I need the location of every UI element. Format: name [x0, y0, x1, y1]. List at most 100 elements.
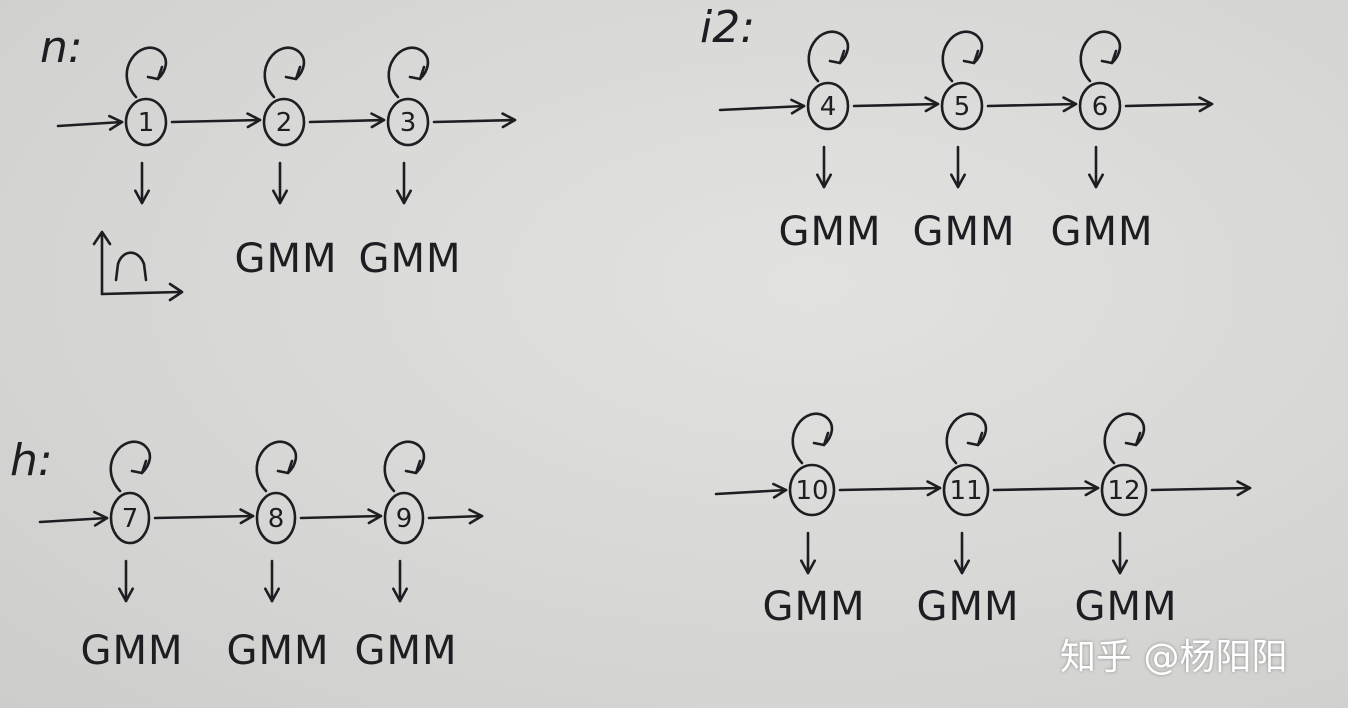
state-circle: [1078, 81, 1122, 131]
emission-arrow: [1111, 531, 1129, 575]
exit-arrow-head: [468, 508, 484, 525]
state-number: 1: [138, 108, 155, 138]
entry-arrow-line: [56, 120, 124, 128]
self-loop-arrow-curve: [945, 412, 988, 465]
state-number: 11: [949, 476, 982, 506]
transition-arrow: [838, 480, 942, 497]
state-circle: [109, 491, 151, 545]
exit-arrow-head: [501, 112, 517, 129]
emission-label: GMM: [1050, 209, 1153, 255]
self-loop-arrow: [941, 30, 984, 83]
emission-arrow: [133, 161, 151, 205]
emission-arrow: [953, 531, 971, 575]
self-loop-arrow: [125, 46, 168, 99]
self-loop-arrow: [791, 412, 834, 465]
transition-arrow-line: [308, 118, 386, 124]
sequence-label: n:: [40, 22, 83, 73]
emission-arrow-head: [1087, 173, 1105, 189]
state-circle: [124, 97, 168, 147]
self-loop-arrow: [1103, 412, 1146, 465]
state-circle: [942, 463, 990, 517]
transition-arrow-head: [926, 480, 942, 497]
transition-arrow-line: [299, 514, 383, 520]
self-loop-arrow-head: [284, 65, 302, 81]
self-loop-arrow-curve: [263, 46, 306, 99]
entry-arrow: [718, 98, 806, 115]
exit-arrow-line: [432, 118, 517, 124]
transition-arrow: [852, 96, 940, 113]
entry-arrow-head: [93, 510, 109, 527]
plot-y-arrowhead: [92, 230, 112, 246]
state-circle: [386, 97, 430, 147]
plot-curve: [114, 251, 148, 282]
entry-arrow-head: [108, 114, 124, 131]
watermark: 知乎 @杨阳阳: [1060, 637, 1288, 678]
self-loop-arrow-curve: [125, 46, 168, 99]
state-number: 5: [954, 92, 971, 122]
self-loop-arrow-curve: [383, 440, 426, 493]
emission-arrow-head: [263, 587, 281, 603]
emission-arrow: [799, 531, 817, 575]
transition-arrow-line: [838, 486, 942, 492]
emission-arrow-head: [815, 173, 833, 189]
transition-arrow: [153, 508, 255, 525]
state-1: 1: [92, 46, 262, 302]
emission-arrow: [815, 145, 833, 189]
transition-arrow-head: [239, 508, 255, 525]
state-number: 2: [276, 108, 293, 138]
self-loop-arrow: [383, 440, 426, 493]
exit-arrow-line: [427, 514, 484, 520]
self-loop-arrow-head: [962, 49, 980, 65]
self-loop-arrow-head: [1100, 49, 1118, 65]
transition-arrow-line: [986, 102, 1078, 108]
exit-arrow: [1150, 480, 1252, 497]
emission-label: GMM: [778, 209, 881, 255]
self-loop-arrow-curve: [1103, 412, 1146, 465]
state-number: 3: [400, 108, 417, 138]
transition-arrow: [992, 480, 1100, 497]
sequence-label: h:: [10, 435, 53, 486]
self-loop-arrow-curve: [387, 46, 430, 99]
entry-arrow-line: [38, 516, 109, 524]
state-number: 9: [396, 504, 413, 534]
state-circle: [1100, 463, 1148, 517]
state-circle: [788, 463, 836, 517]
self-loop-arrow-head: [130, 459, 148, 475]
state-number: 7: [122, 504, 139, 534]
entry-arrow: [714, 482, 788, 499]
self-loop-arrow-head: [404, 459, 422, 475]
transition-arrow: [308, 112, 386, 129]
emission-arrow: [117, 559, 135, 603]
state-circle: [255, 491, 297, 545]
self-loop-arrow-head: [146, 65, 164, 81]
self-loop-arrow-head: [1124, 431, 1142, 447]
emission-arrow: [391, 559, 409, 603]
entry-arrow-head: [790, 98, 806, 115]
exit-arrow: [432, 112, 517, 129]
transition-arrow-line: [992, 486, 1100, 492]
exit-arrow: [427, 508, 484, 525]
emission-label: GMM: [234, 236, 337, 282]
self-loop-arrow-curve: [941, 30, 984, 83]
transition-arrow: [299, 508, 383, 525]
state-circle: [383, 491, 425, 545]
emission-arrow-head: [271, 189, 289, 205]
transition-arrow-line: [170, 118, 262, 124]
state-circle: [806, 81, 850, 131]
exit-arrow-head: [1236, 480, 1252, 497]
self-loop-arrow-curve: [807, 30, 850, 83]
self-loop-arrow: [1079, 30, 1122, 83]
self-loop-arrow: [109, 440, 152, 493]
